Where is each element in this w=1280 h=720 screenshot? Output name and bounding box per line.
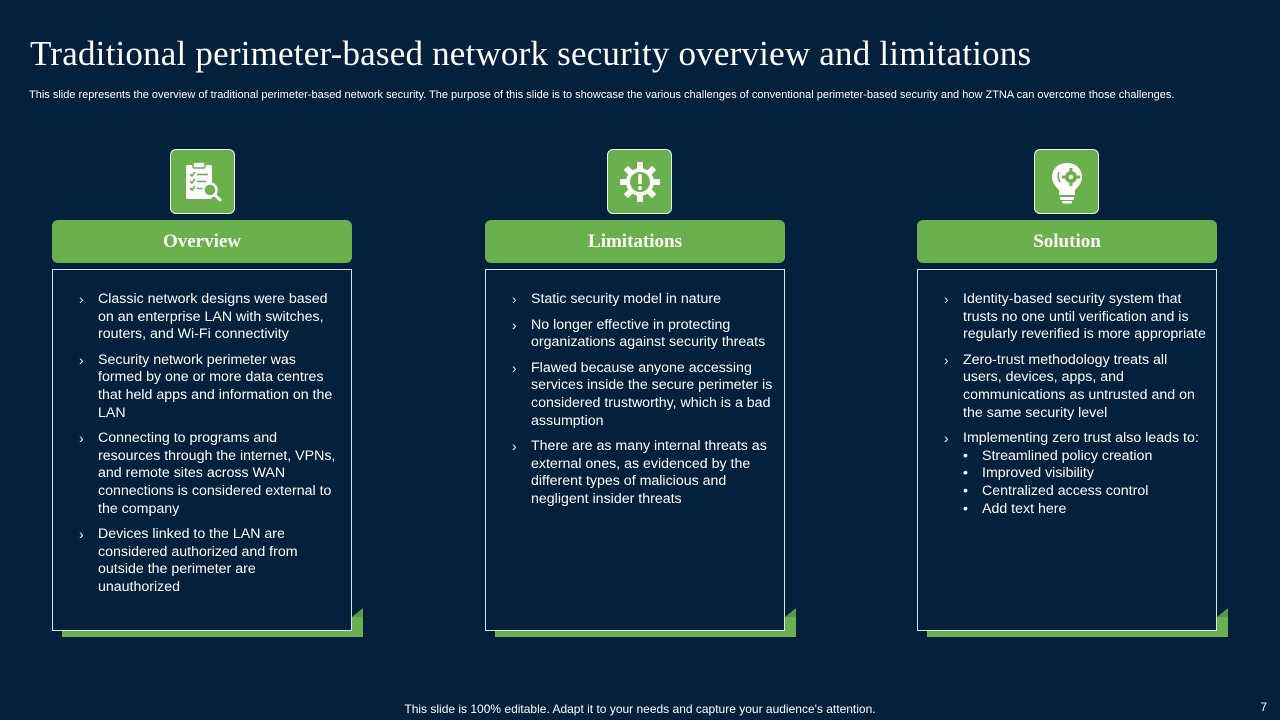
overview-card: ›Classic network designs were based on a…: [52, 269, 352, 631]
lightbulb-gear-icon: [1034, 149, 1099, 214]
footer-note: This slide is 100% editable. Adapt it to…: [404, 702, 876, 716]
list-item: ›Connecting to programs and resources th…: [79, 430, 336, 517]
clipboard-search-icon: [170, 149, 235, 214]
overview-heading: Overview: [52, 220, 352, 263]
sub-list-item: •Add text here: [963, 500, 1067, 517]
list-item: ›Zero-trust methodology treats all users…: [944, 351, 1195, 421]
list-item: ›Security network perimeter was formed b…: [79, 351, 333, 421]
sub-list: •Streamlined policy creation •Improved v…: [963, 448, 1206, 518]
sub-list-item: •Streamlined policy creation: [963, 447, 1153, 464]
page-subtitle: This slide represents the overview of tr…: [29, 89, 1175, 101]
list-item: ›Static security model in nature: [512, 291, 722, 307]
sub-list-item: •Improved visibility: [963, 465, 1094, 482]
list-item: ›Implementing zero trust also leads to: …: [944, 430, 1206, 518]
sub-list-item: •Centralized access control: [963, 482, 1149, 499]
list-item: ›Classic network designs were based on a…: [79, 291, 328, 343]
limitations-card: ›Static security model in nature ›No lon…: [485, 269, 785, 631]
list-item: ›Flawed because anyone accessing service…: [512, 359, 773, 429]
page-title: Traditional perimeter-based network secu…: [30, 34, 1032, 73]
limitations-heading: Limitations: [485, 220, 785, 263]
solution-heading: Solution: [917, 220, 1217, 263]
solution-column: Solution ›Identity-based security system…: [917, 149, 1229, 641]
gear-warning-icon: [607, 149, 672, 214]
limitations-column: Limitations ›Static security model in na…: [485, 149, 797, 641]
page-number: 7: [1260, 700, 1267, 714]
overview-column: Overview ›Classic network designs were b…: [52, 149, 364, 641]
list-item: ›Devices linked to the LAN are considere…: [79, 526, 298, 595]
solution-card: ›Identity-based security system that tru…: [917, 269, 1217, 631]
list-item: ›Identity-based security system that tru…: [944, 291, 1206, 343]
list-item: ›No longer effective in protecting organ…: [512, 316, 766, 351]
list-item: ›There are as many internal threats as e…: [512, 438, 767, 507]
